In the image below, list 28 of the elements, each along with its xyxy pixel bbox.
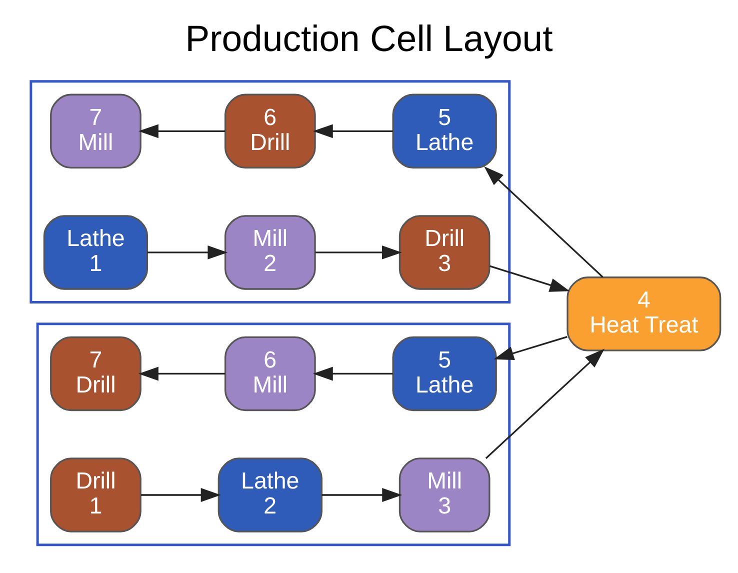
arrow — [138, 366, 225, 381]
node-box: 7 Drill — [50, 336, 142, 412]
arrow — [490, 265, 570, 292]
node-box: 5 Lathe — [392, 94, 497, 169]
arrow — [322, 488, 402, 502]
node-box: Mill 3 — [398, 458, 490, 532]
node-box: 7 Mill — [50, 94, 142, 169]
arrow — [315, 245, 402, 260]
cluster — [36, 322, 511, 546]
node-box: Lathe 2 — [218, 458, 322, 532]
diagram-title: Production Cell Layout — [185, 18, 553, 59]
arrow — [485, 348, 605, 459]
node-box: 6 Drill — [224, 94, 316, 169]
node-box: Drill 3 — [398, 215, 490, 290]
arrow — [141, 488, 221, 502]
cluster — [30, 80, 511, 304]
arrow — [494, 336, 568, 360]
arrow — [138, 124, 225, 138]
node-box: Mill 2 — [224, 215, 316, 290]
node-box: 5 Lathe — [392, 336, 497, 412]
node-box: Drill 1 — [50, 458, 142, 532]
arrow — [312, 366, 393, 381]
node-box: Lathe 1 — [43, 215, 148, 290]
arrow — [147, 245, 228, 260]
node-box: 4 Heat Treat — [566, 276, 722, 352]
arrow — [312, 124, 393, 138]
arrow — [484, 166, 604, 278]
node-box: 6 Mill — [224, 336, 316, 412]
